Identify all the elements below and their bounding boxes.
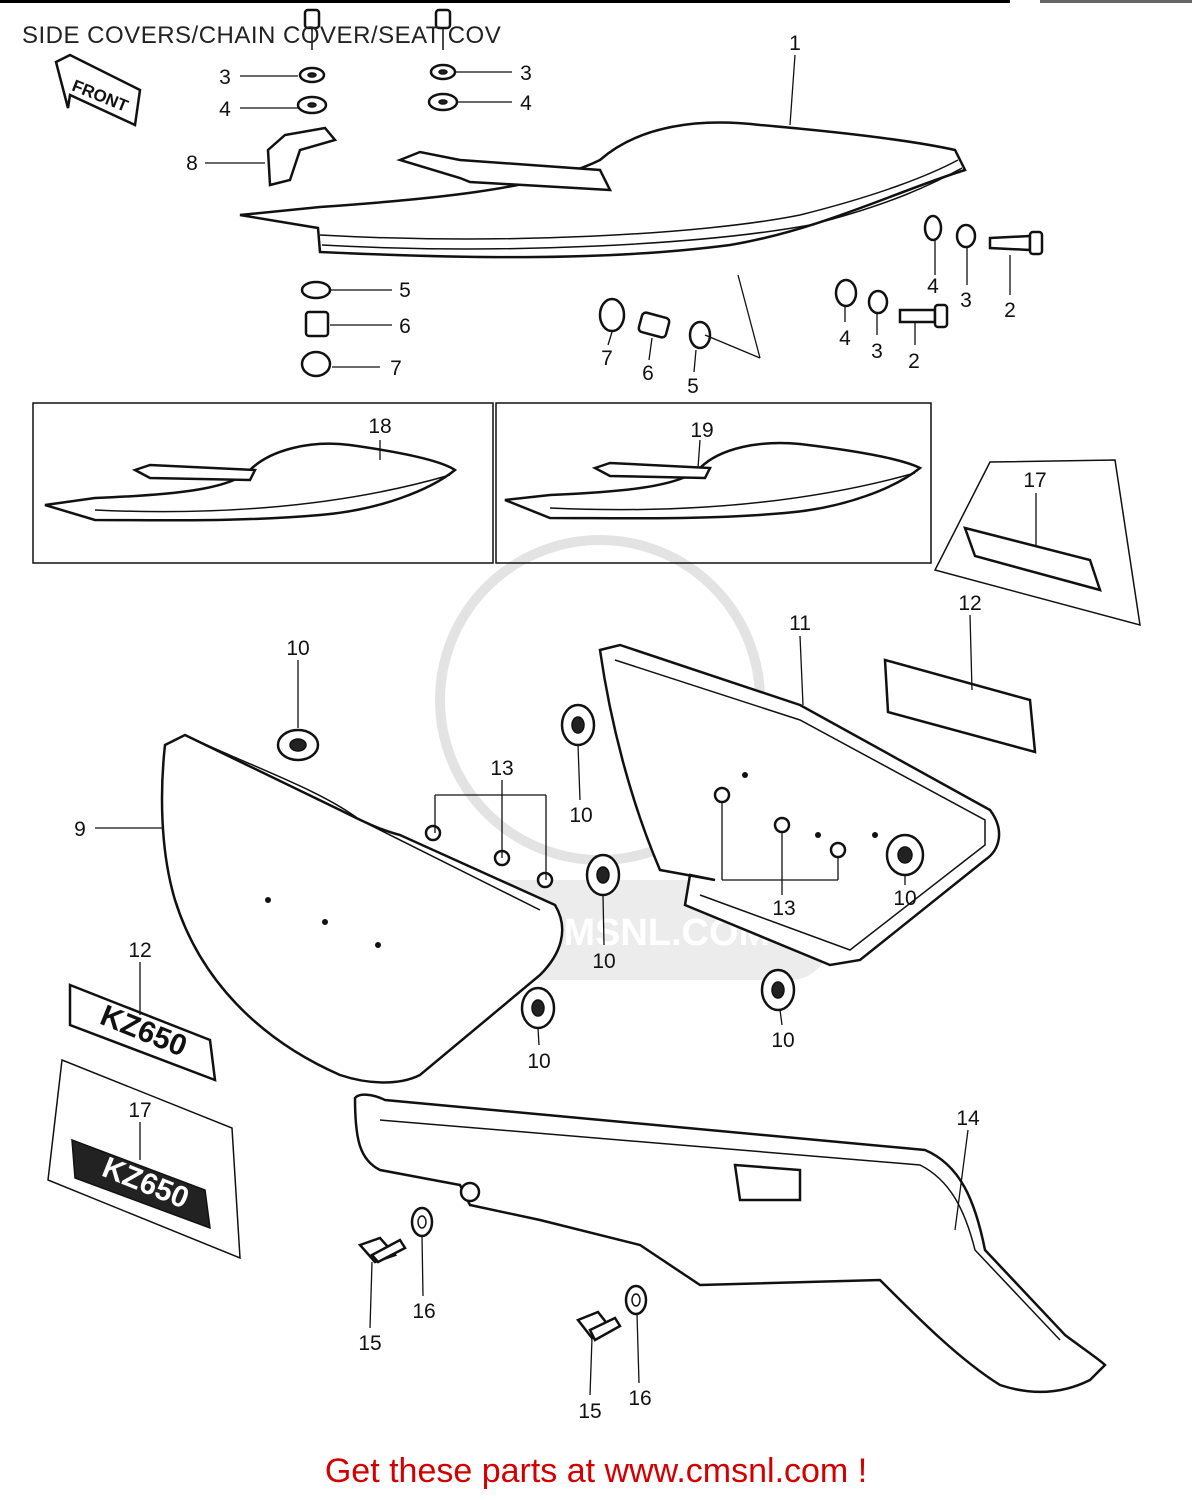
callout-5b: 5 bbox=[687, 375, 699, 398]
nut-icons bbox=[424, 786, 847, 889]
callout-16b: 16 bbox=[628, 1387, 651, 1410]
footer-link[interactable]: Get these parts at www.cmsnl.com ! bbox=[324, 1452, 868, 1490]
top-rule bbox=[0, 0, 1010, 3]
page-title: SIDE COVERS/CHAIN COVER/SEAT COV bbox=[22, 22, 502, 49]
callout-12a: 12 bbox=[958, 592, 981, 615]
emblem-12-top bbox=[883, 658, 1037, 754]
emblem-17-top bbox=[963, 526, 1102, 592]
emblem-17-box bbox=[933, 459, 1141, 627]
callout-14: 14 bbox=[956, 1107, 980, 1130]
callout-7b: 7 bbox=[601, 347, 613, 370]
seat-cover-1 bbox=[239, 121, 967, 259]
washer-3-4-icons bbox=[296, 63, 977, 315]
seat-cover-18-box bbox=[32, 402, 494, 564]
callout-11: 11 bbox=[789, 612, 811, 635]
side-cover-right-11 bbox=[598, 643, 1001, 967]
callout-4c: 4 bbox=[927, 275, 939, 298]
callout-4b: 4 bbox=[520, 92, 532, 115]
callout-3b: 3 bbox=[520, 62, 532, 85]
callouts: 1 3 4 3 4 8 5 6 7 7 6 5 4 3 2 4 3 2 18 1… bbox=[74, 32, 1047, 1423]
seat-cover-19-box bbox=[495, 402, 932, 564]
washer-16-icons bbox=[410, 1206, 648, 1316]
bolt-2-icons bbox=[303, 8, 1044, 329]
seat-cover-18 bbox=[44, 442, 458, 522]
callout-16a: 16 bbox=[412, 1300, 435, 1323]
callout-13a: 13 bbox=[490, 757, 513, 780]
side-cover-left-9 bbox=[160, 733, 564, 1084]
callout-2a: 2 bbox=[1004, 299, 1016, 322]
callout-6b: 6 bbox=[642, 362, 654, 385]
callout-10f: 10 bbox=[771, 1029, 794, 1052]
callout-1: 1 bbox=[789, 32, 801, 55]
damper-5-6-7-icons bbox=[300, 280, 712, 378]
callout-4d: 4 bbox=[839, 327, 851, 350]
bracket-8-icon bbox=[266, 126, 338, 187]
callout-7a: 7 bbox=[390, 357, 402, 380]
badge-17: KZ650 bbox=[71, 1138, 211, 1230]
callout-10e: 10 bbox=[527, 1050, 550, 1073]
callout-10a: 10 bbox=[286, 637, 309, 660]
callout-13b: 13 bbox=[772, 897, 795, 920]
top-rule-right bbox=[1040, 0, 1192, 3]
front-arrow-icon: FRONT bbox=[54, 53, 142, 127]
callout-5a: 5 bbox=[399, 279, 411, 302]
bolt-15-icons bbox=[357, 1236, 622, 1342]
callout-9: 9 bbox=[74, 818, 86, 841]
callout-12b: 12 bbox=[128, 939, 151, 962]
callout-15b: 15 bbox=[578, 1400, 601, 1423]
badge-17-box bbox=[47, 1058, 241, 1260]
seat-cover-19 bbox=[504, 441, 923, 520]
leader-lines bbox=[95, 54, 1037, 1396]
callout-4a: 4 bbox=[219, 98, 231, 121]
callout-2b: 2 bbox=[908, 350, 920, 373]
callout-6a: 6 bbox=[399, 315, 411, 338]
callout-3c: 3 bbox=[960, 289, 972, 312]
callout-17a: 17 bbox=[1023, 469, 1046, 492]
callout-10d: 10 bbox=[592, 950, 615, 973]
callout-8: 8 bbox=[186, 152, 198, 175]
callout-10c: 10 bbox=[893, 887, 916, 910]
callout-18: 18 bbox=[368, 415, 391, 438]
chain-cover-14 bbox=[353, 1093, 1107, 1394]
callout-3a: 3 bbox=[219, 66, 231, 89]
callout-19: 19 bbox=[690, 419, 713, 442]
badge-12: KZ650 bbox=[68, 983, 217, 1082]
callout-10b: 10 bbox=[569, 804, 592, 827]
callout-15a: 15 bbox=[358, 1332, 381, 1355]
callout-3d: 3 bbox=[871, 340, 883, 363]
callout-17b: 17 bbox=[128, 1099, 151, 1122]
